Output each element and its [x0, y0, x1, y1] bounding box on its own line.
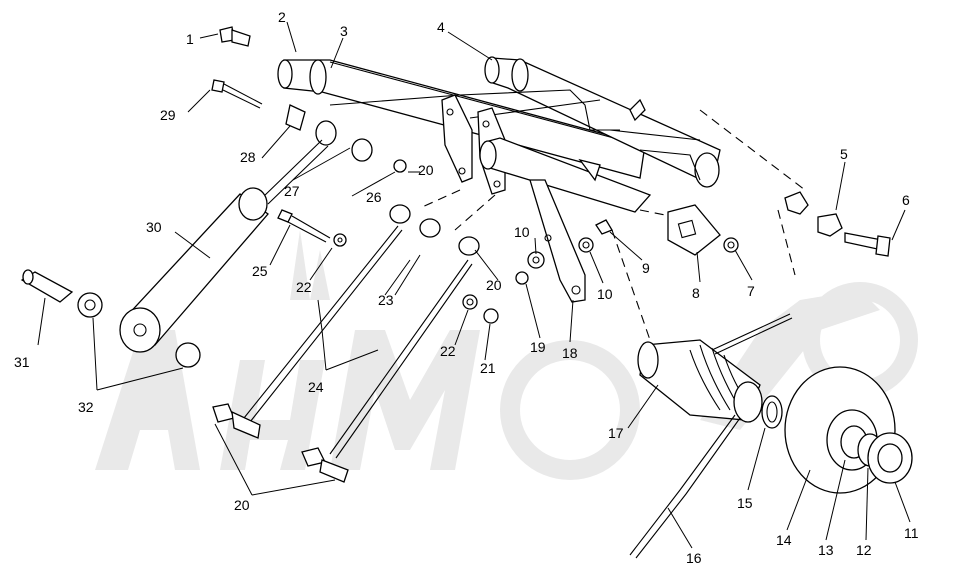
callout-4: 4	[437, 19, 445, 35]
callout-7: 7	[747, 283, 755, 299]
axle-tube	[479, 137, 652, 213]
leader-lines	[37, 21, 911, 549]
callout-labels: 1 2 3 4 5 6 7 8 9 10 10 11 12 13 14 15 1…	[14, 9, 919, 566]
idler-wheel	[784, 366, 913, 494]
callout-20-bottom: 20	[234, 497, 250, 513]
bolt-1	[219, 26, 251, 47]
callout-14: 14	[776, 532, 792, 548]
pin-31	[20, 269, 74, 303]
callout-13: 13	[818, 542, 834, 558]
callout-25: 25	[252, 263, 268, 279]
callout-18: 18	[562, 345, 578, 361]
bushings	[77, 104, 480, 368]
rear-cross-shaft	[484, 56, 721, 188]
bolt-6	[844, 232, 891, 257]
nut-5	[817, 213, 843, 237]
callout-24: 24	[308, 379, 324, 395]
callout-31: 31	[14, 354, 30, 370]
callout-12: 12	[856, 542, 872, 558]
small-hardware	[333, 159, 739, 324]
bolt-29	[211, 79, 263, 109]
callout-22-right: 22	[440, 343, 456, 359]
callout-22-left: 22	[296, 279, 312, 295]
torque-arm	[529, 179, 586, 303]
callout-10-left: 10	[514, 224, 530, 240]
callout-11: 11	[904, 525, 919, 541]
callout-16: 16	[686, 550, 702, 566]
callout-26: 26	[366, 189, 382, 205]
callout-23: 23	[378, 292, 394, 308]
callout-8: 8	[692, 285, 700, 301]
shock-absorber	[119, 139, 329, 353]
callout-19: 19	[530, 339, 546, 355]
callout-5: 5	[840, 146, 848, 162]
callout-20-top: 20	[418, 162, 434, 178]
callout-3: 3	[340, 23, 348, 39]
torsion-spring	[637, 313, 793, 423]
callout-6: 6	[902, 192, 910, 208]
callout-1: 1	[186, 31, 194, 47]
frame-rails	[329, 89, 701, 181]
cam-part	[784, 191, 809, 215]
assembly-lines	[419, 109, 806, 341]
callout-32: 32	[78, 399, 94, 415]
callout-17: 17	[608, 425, 624, 441]
callout-27: 27	[284, 183, 300, 199]
callout-10-right: 10	[597, 286, 613, 302]
bracket	[667, 204, 721, 256]
callout-21: 21	[480, 360, 496, 376]
callout-28: 28	[240, 149, 256, 165]
callout-2: 2	[278, 9, 286, 25]
callout-20-right: 20	[486, 277, 502, 293]
spring-wire	[629, 414, 741, 559]
washer-15	[761, 395, 783, 429]
callout-30: 30	[146, 219, 162, 235]
callout-29: 29	[160, 107, 176, 123]
rods	[212, 225, 473, 483]
callout-9: 9	[642, 260, 650, 276]
bolt-25	[277, 209, 331, 243]
callout-15: 15	[737, 495, 753, 511]
